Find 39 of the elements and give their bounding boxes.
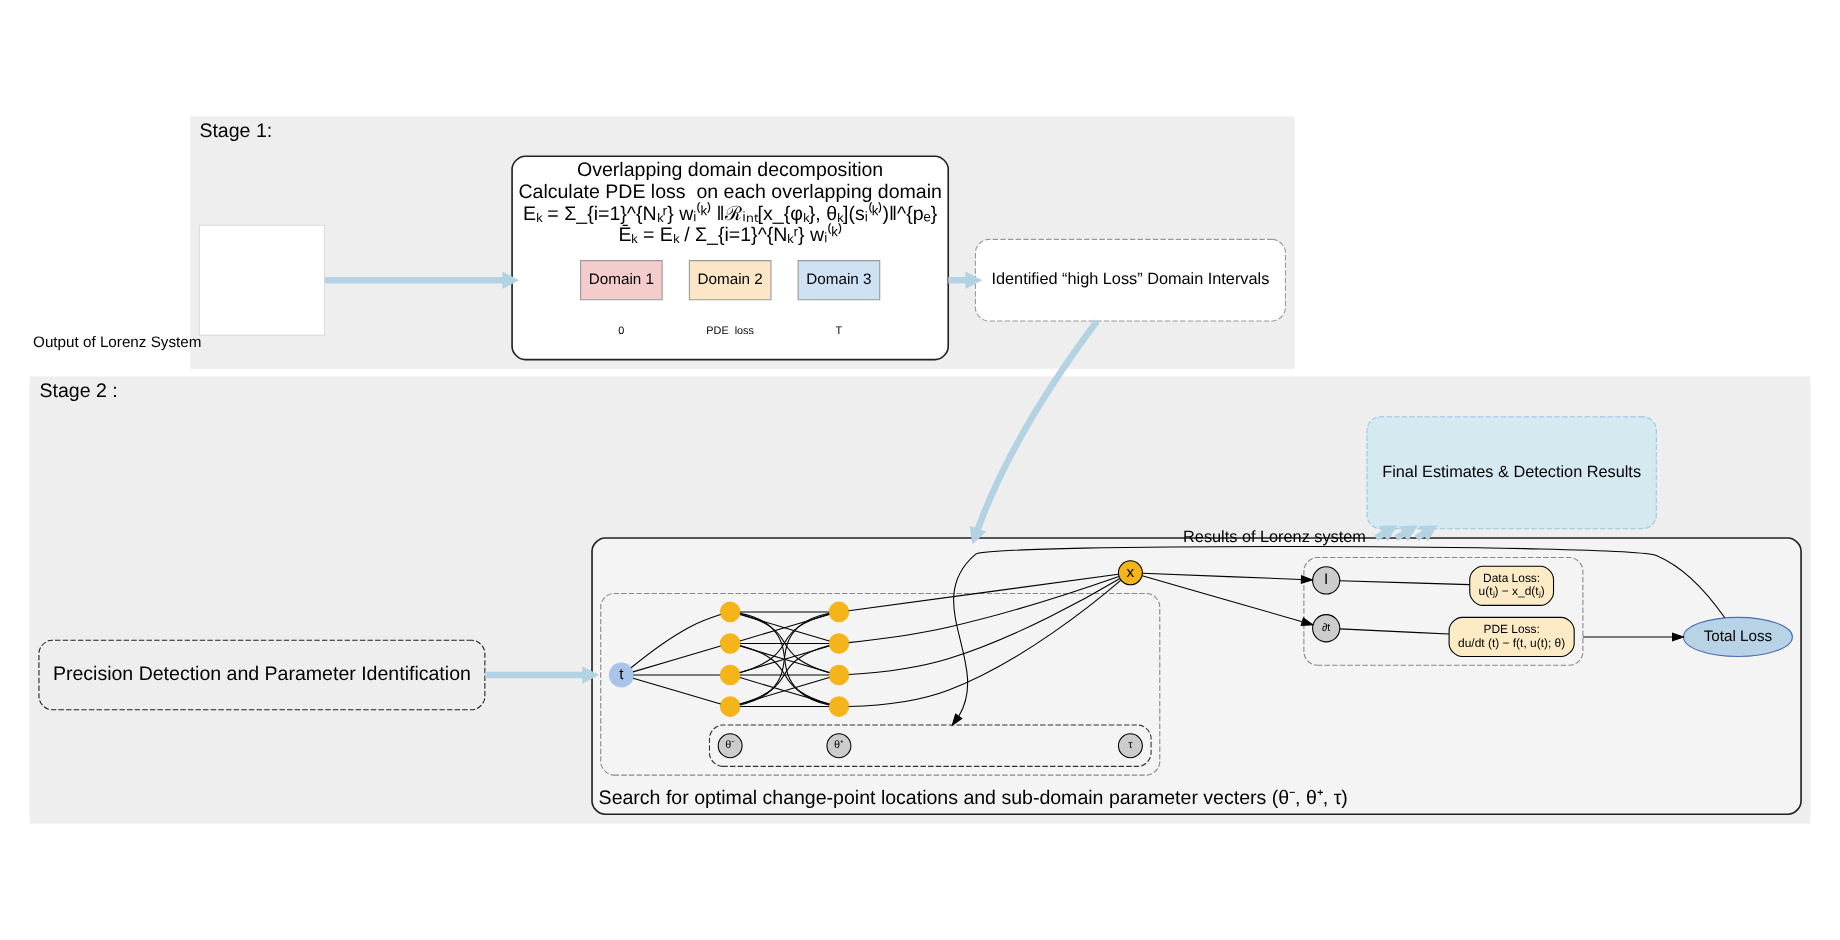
connector	[739, 674, 830, 676]
connector	[630, 613, 722, 669]
cluster	[708, 724, 1152, 767]
arrow	[485, 666, 600, 684]
connector	[848, 579, 1122, 708]
cluster	[600, 592, 1161, 776]
cluster	[1303, 557, 1584, 666]
arrow	[1141, 572, 1314, 584]
connector	[739, 642, 830, 645]
connector	[739, 677, 830, 705]
node-box: Precision Detection and Parameter Identification	[38, 639, 486, 711]
arrow	[969, 319, 1100, 545]
node-box	[198, 224, 325, 336]
arrow	[324, 271, 520, 290]
connector	[1339, 580, 1470, 586]
connector	[739, 611, 830, 613]
arrow	[948, 271, 983, 290]
arrow	[951, 545, 1726, 727]
connector	[632, 645, 722, 673]
connector	[848, 578, 1121, 676]
arrow	[1582, 632, 1686, 642]
connector	[739, 644, 830, 705]
connector	[739, 613, 830, 642]
node-circle	[828, 696, 850, 717]
node-circle	[719, 664, 741, 686]
connector	[739, 613, 830, 674]
node-circle	[719, 601, 741, 623]
connector	[739, 706, 830, 708]
connector	[1339, 628, 1450, 635]
node-circle	[719, 696, 741, 717]
connector	[632, 677, 722, 705]
node-circle	[828, 601, 850, 623]
connector	[848, 575, 1120, 644]
connector	[739, 612, 830, 706]
node-circle	[828, 633, 850, 654]
node-circle	[719, 633, 741, 654]
connector	[848, 573, 1119, 612]
arrow	[1141, 575, 1315, 626]
node-circle	[828, 664, 850, 686]
